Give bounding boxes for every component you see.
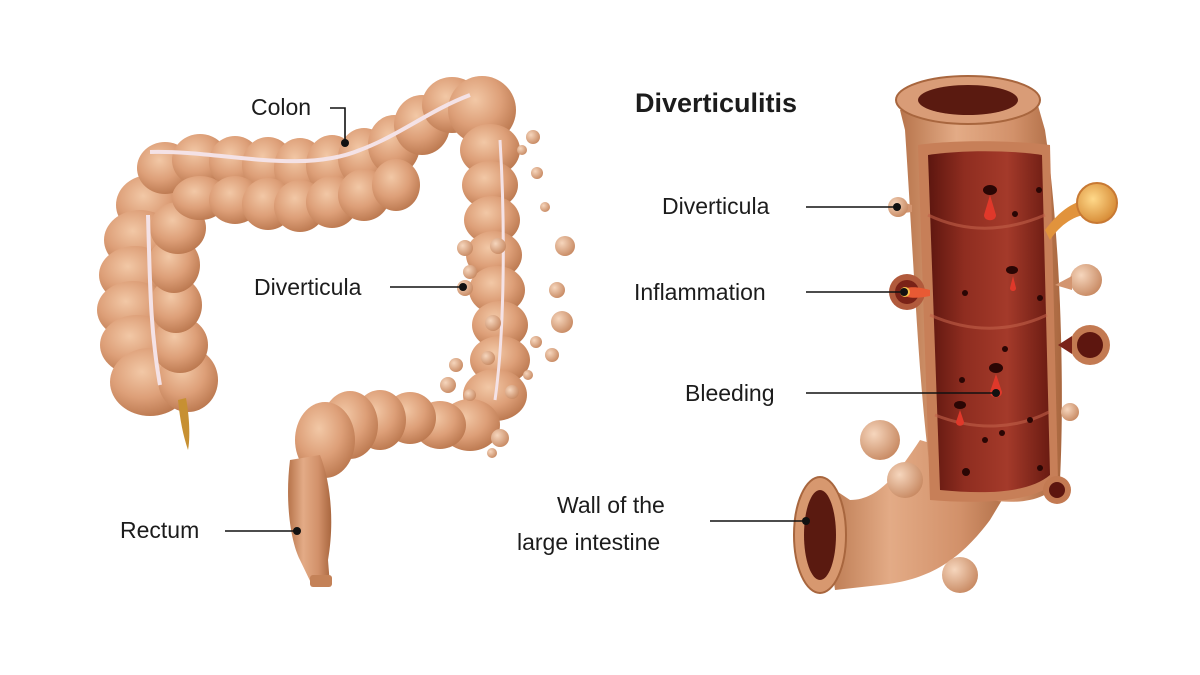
label-wall-line1: Wall of the [557, 492, 665, 518]
transverse-colon [137, 76, 516, 232]
sigmoid-colon [295, 390, 500, 478]
label-colon: Colon [251, 94, 311, 120]
title: Diverticulitis [635, 88, 797, 118]
top-opening [918, 85, 1018, 115]
left-diverticula-leader-dot [459, 283, 467, 291]
diverticula-openings [954, 185, 1043, 476]
label-inflammation: Inflammation [634, 279, 766, 305]
colon-diverticula-bumps [440, 130, 575, 458]
appendix [178, 398, 190, 450]
label-wall-line2: large intestine [517, 529, 660, 555]
rectum-illustration [288, 455, 332, 587]
outer-diverticula [860, 197, 1110, 593]
label-rectum: Rectum [120, 517, 199, 543]
colon-leader [330, 107, 346, 143]
left-leader-lines [225, 107, 467, 535]
intestine-cross-section [793, 75, 1118, 594]
bleeding-leader-dot [992, 389, 1000, 397]
bottom-opening [804, 490, 836, 580]
right-diverticula-leader-dot [893, 203, 901, 211]
colon-leader-dot [341, 139, 349, 147]
wall-leader-dot [802, 517, 810, 525]
descending-colon [460, 124, 530, 421]
right-leader-lines [710, 203, 1000, 525]
label-right-diverticula: Diverticula [662, 193, 770, 219]
label-left-diverticula: Diverticula [254, 274, 362, 300]
inflamed-diverticulum [1045, 182, 1118, 240]
colon-illustration [97, 76, 575, 587]
inflammation-leader-dot [900, 288, 908, 296]
label-bleeding: Bleeding [685, 380, 775, 406]
rectum-leader-dot [293, 527, 301, 535]
